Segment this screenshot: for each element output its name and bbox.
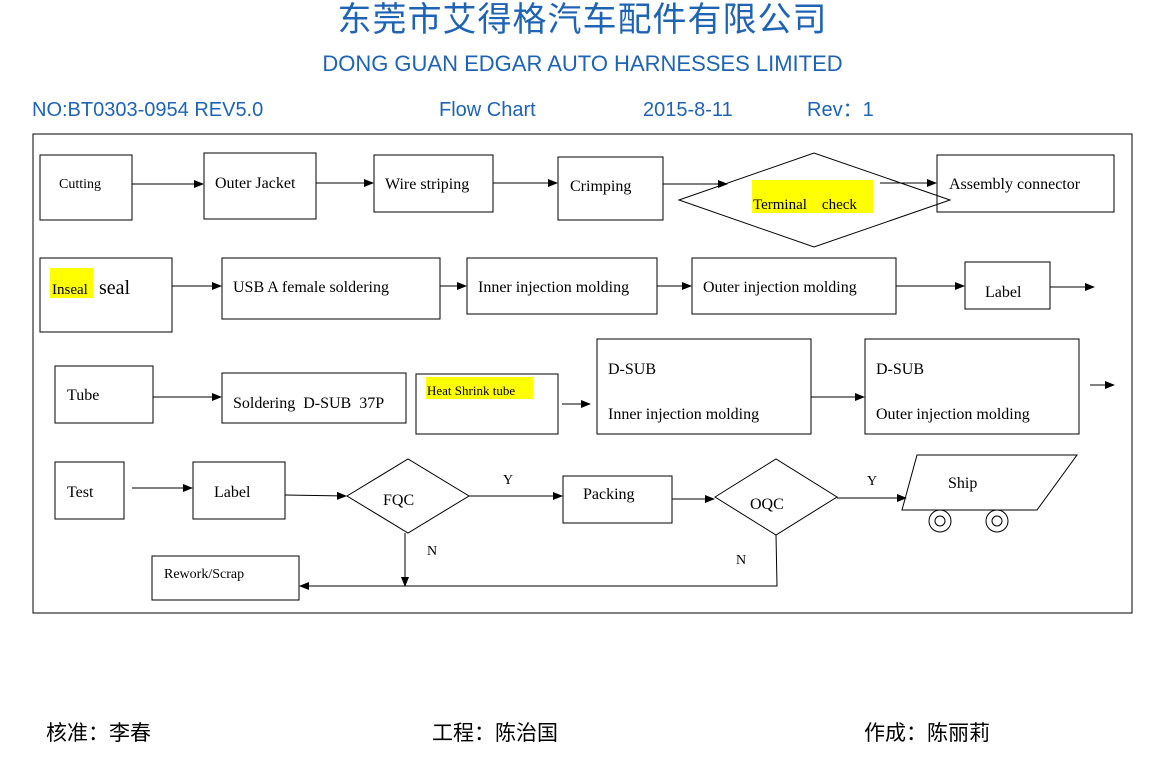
usb-soldering-label: USB A female soldering [233, 279, 389, 296]
tube-box [54, 365, 154, 424]
document-title: Flow Chart [439, 99, 536, 121]
oqc-no-label: N [736, 553, 746, 568]
rework-scrap-label: Rework/Scrap [164, 567, 244, 582]
cutting-label: Cutting [59, 177, 101, 192]
truck-hub-right-icon [991, 515, 1003, 527]
oqc-yes-label: Y [867, 474, 877, 489]
approved-by: 核准：李春 [46, 721, 151, 745]
heat-shrink-label: Heat Shrink tube [427, 383, 515, 398]
cutting-box [39, 154, 133, 221]
dsub-outer-injection-box [864, 338, 1080, 435]
usb-soldering-box [221, 257, 441, 320]
inner-injection-label: Inner injection molding [478, 279, 629, 296]
terminal-check-label: Terminal check [753, 197, 857, 213]
assembly-connector-label: Assembly connector [949, 176, 1081, 193]
prepared-by: 作成：陈丽莉 [864, 721, 990, 745]
arrow-oqc-no-to-rework [299, 534, 778, 590]
rework-scrap-box [151, 555, 300, 601]
truck-wheel-right-icon [985, 509, 1009, 533]
inseal-label: Inseal [52, 282, 88, 298]
dsub-inner-injection-box [596, 338, 812, 435]
label-box-1 [964, 261, 1051, 310]
document-number: NO:BT0303-0954 REV5.0 [32, 99, 264, 121]
truck-hub-left-icon [934, 515, 946, 527]
dsub-inner-title: D-SUB [608, 361, 656, 378]
soldering-dsub-box [221, 372, 407, 424]
label-2-text: Label [214, 484, 251, 501]
company-name-chinese: 东莞市艾得格汽车配件有限公司 [337, 0, 828, 40]
outer-jacket-box [203, 152, 317, 220]
heat-shrink-box [415, 373, 559, 435]
seal-label: seal [99, 277, 131, 299]
fqc-no-label: N [427, 544, 437, 559]
label-1-text: Label [985, 284, 1022, 301]
oqc-label: OQC [750, 496, 784, 513]
chart-frame [32, 133, 1133, 614]
document-date: 2015-8-11 [643, 99, 733, 121]
document-revision: Rev：1 [807, 99, 874, 121]
dsub-outer-subtitle: Outer injection molding [876, 406, 1030, 423]
fqc-yes-label: Y [503, 473, 513, 488]
arrow-label-to-fqc [284, 491, 347, 500]
outer-injection-label: Outer injection molding [703, 279, 857, 296]
wire-striping-label: Wire striping [385, 176, 469, 193]
test-label: Test [67, 484, 94, 501]
fqc-label: FQC [383, 492, 414, 509]
dsub-inner-subtitle: Inner injection molding [608, 406, 759, 423]
label-box-2 [192, 461, 286, 520]
crimping-box [557, 156, 664, 221]
company-name-english: DONG GUAN EDGAR AUTO HARNESSES LIMITED [322, 51, 843, 76]
ship-truck-icon [901, 454, 1078, 511]
crimping-label: Crimping [570, 178, 631, 195]
packing-label: Packing [583, 486, 635, 503]
terminal-check-highlight [752, 180, 873, 213]
outer-jacket-label: Outer Jacket [215, 175, 296, 192]
test-box [54, 461, 125, 520]
inseal-box [39, 257, 173, 333]
ship-label: Ship [948, 475, 977, 492]
soldering-dsub-label: Soldering D-SUB 37P [233, 395, 384, 412]
engineering-by: 工程：陈治国 [432, 721, 558, 745]
assembly-connector-box [936, 154, 1115, 213]
oqc-diamond [714, 458, 838, 536]
heat-shrink-highlight [426, 377, 533, 399]
tube-label: Tube [67, 387, 99, 404]
truck-wheel-left-icon [928, 509, 952, 533]
dsub-outer-title: D-SUB [876, 361, 924, 378]
inseal-highlight [50, 268, 93, 298]
